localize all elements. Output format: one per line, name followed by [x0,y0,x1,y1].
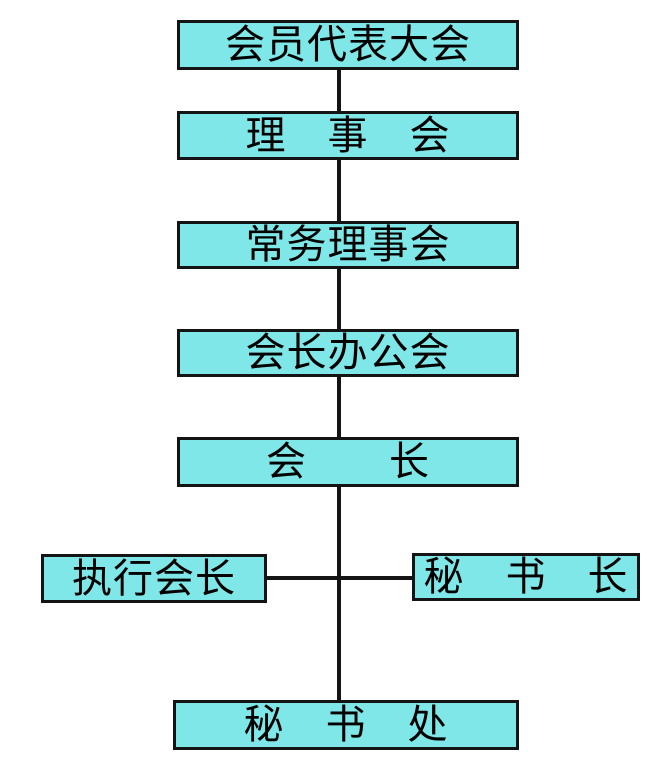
org-node-secretariat: 秘 书 处 [173,700,519,750]
connector-line [337,68,341,113]
org-node-member-congress: 会员代表大会 [177,20,519,70]
org-node-council: 理 事 会 [177,111,519,160]
org-node-executive-president: 执行会长 [41,554,267,603]
org-node-secretary-general: 秘 书 长 [412,553,640,601]
connector-line [337,267,341,331]
connector-line [337,158,341,223]
connector-line [266,576,413,580]
connector-line [337,485,341,702]
org-node-president: 会 长 [177,437,519,487]
org-node-president-office: 会长办公会 [177,329,519,377]
org-node-standing-council: 常务理事会 [177,221,519,269]
connector-line [337,375,341,439]
